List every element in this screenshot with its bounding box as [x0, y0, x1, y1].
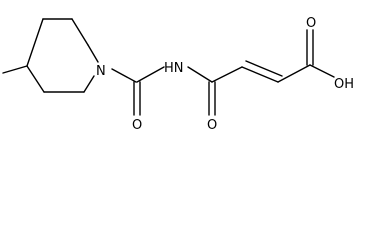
bond-nh-c	[187, 66, 213, 83]
atom-o-acid-carbonyl: O	[306, 16, 316, 31]
bond-n-c	[111, 68, 137, 83]
structure-canvas: N HN O O O OH	[2, 16, 355, 132]
bond-ring-4	[83, 75, 95, 93]
bond-alkene-acid	[277, 64, 311, 83]
atom-o-urea: O	[132, 118, 142, 132]
bond-ring-6	[26, 65, 45, 93]
bond-c-alkene	[211, 66, 243, 83]
atom-n-amide: HN	[164, 61, 184, 76]
bond-ring-7	[26, 18, 44, 67]
bond-ring-3	[87, 44, 99, 63]
bond-c-nh	[136, 66, 165, 83]
bond-alkene-1	[241, 66, 279, 83]
atom-n-piperidine: N	[96, 64, 106, 79]
bond-alkene-2	[245, 60, 283, 77]
bond-ring-2	[71, 18, 89, 46]
bond-acid-oh	[309, 64, 335, 78]
atom-o-amide: O	[207, 118, 217, 132]
molecule-diagram: N HN O O O OH	[2, 16, 354, 132]
bond-methyl	[2, 65, 28, 74]
atom-oh-acid: OH	[334, 77, 354, 92]
